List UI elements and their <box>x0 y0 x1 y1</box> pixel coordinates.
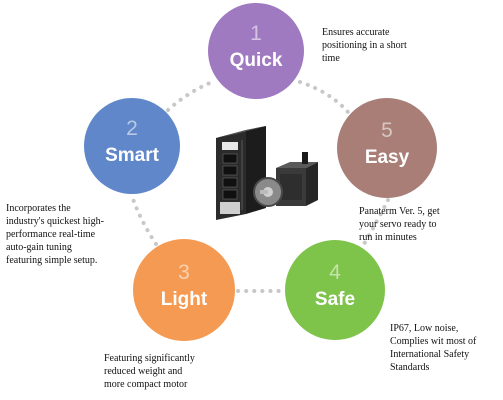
connector-smart-quick <box>166 80 214 112</box>
servo-motor <box>253 152 318 207</box>
feature-circle-quick: 1 Quick <box>208 3 304 99</box>
feature-name-safe: Safe <box>314 289 356 311</box>
feature-number-safe: 4 <box>329 261 341 285</box>
feature-name-easy: Easy <box>364 147 410 169</box>
feature-circle-light: 3 Light <box>133 239 235 341</box>
feature-number-smart: 2 <box>126 117 138 141</box>
feature-name-light: Light <box>160 289 208 311</box>
feature-description-easy: Panaterm Ver. 5, get your servo ready to… <box>359 206 440 243</box>
servo-product-image <box>216 126 318 220</box>
feature-description-light: Featuring significantly reduced weight a… <box>104 353 195 390</box>
feature-name-smart: Smart <box>105 145 159 167</box>
feature-circle-safe: 4 Safe <box>285 240 385 340</box>
feature-name-quick: Quick <box>229 50 283 72</box>
connector-easy-safe <box>362 198 390 246</box>
feature-number-quick: 1 <box>250 22 262 46</box>
feature-circle-smart: 2 Smart <box>84 98 180 194</box>
feature-number-light: 3 <box>178 261 190 285</box>
connector-light-smart <box>130 194 158 246</box>
servo-drive <box>216 126 266 220</box>
feature-number-easy: 5 <box>381 119 393 143</box>
connector-quick-easy <box>298 80 350 114</box>
feature-description-safe: IP67, Low noise, Complies wit most of In… <box>390 323 477 373</box>
feature-description-quick: Ensures accurate positioning in a short … <box>322 27 407 64</box>
feature-description-smart: Incorporates the industry's quickest hig… <box>6 203 104 266</box>
feature-circle-easy: 5 Easy <box>337 98 437 198</box>
